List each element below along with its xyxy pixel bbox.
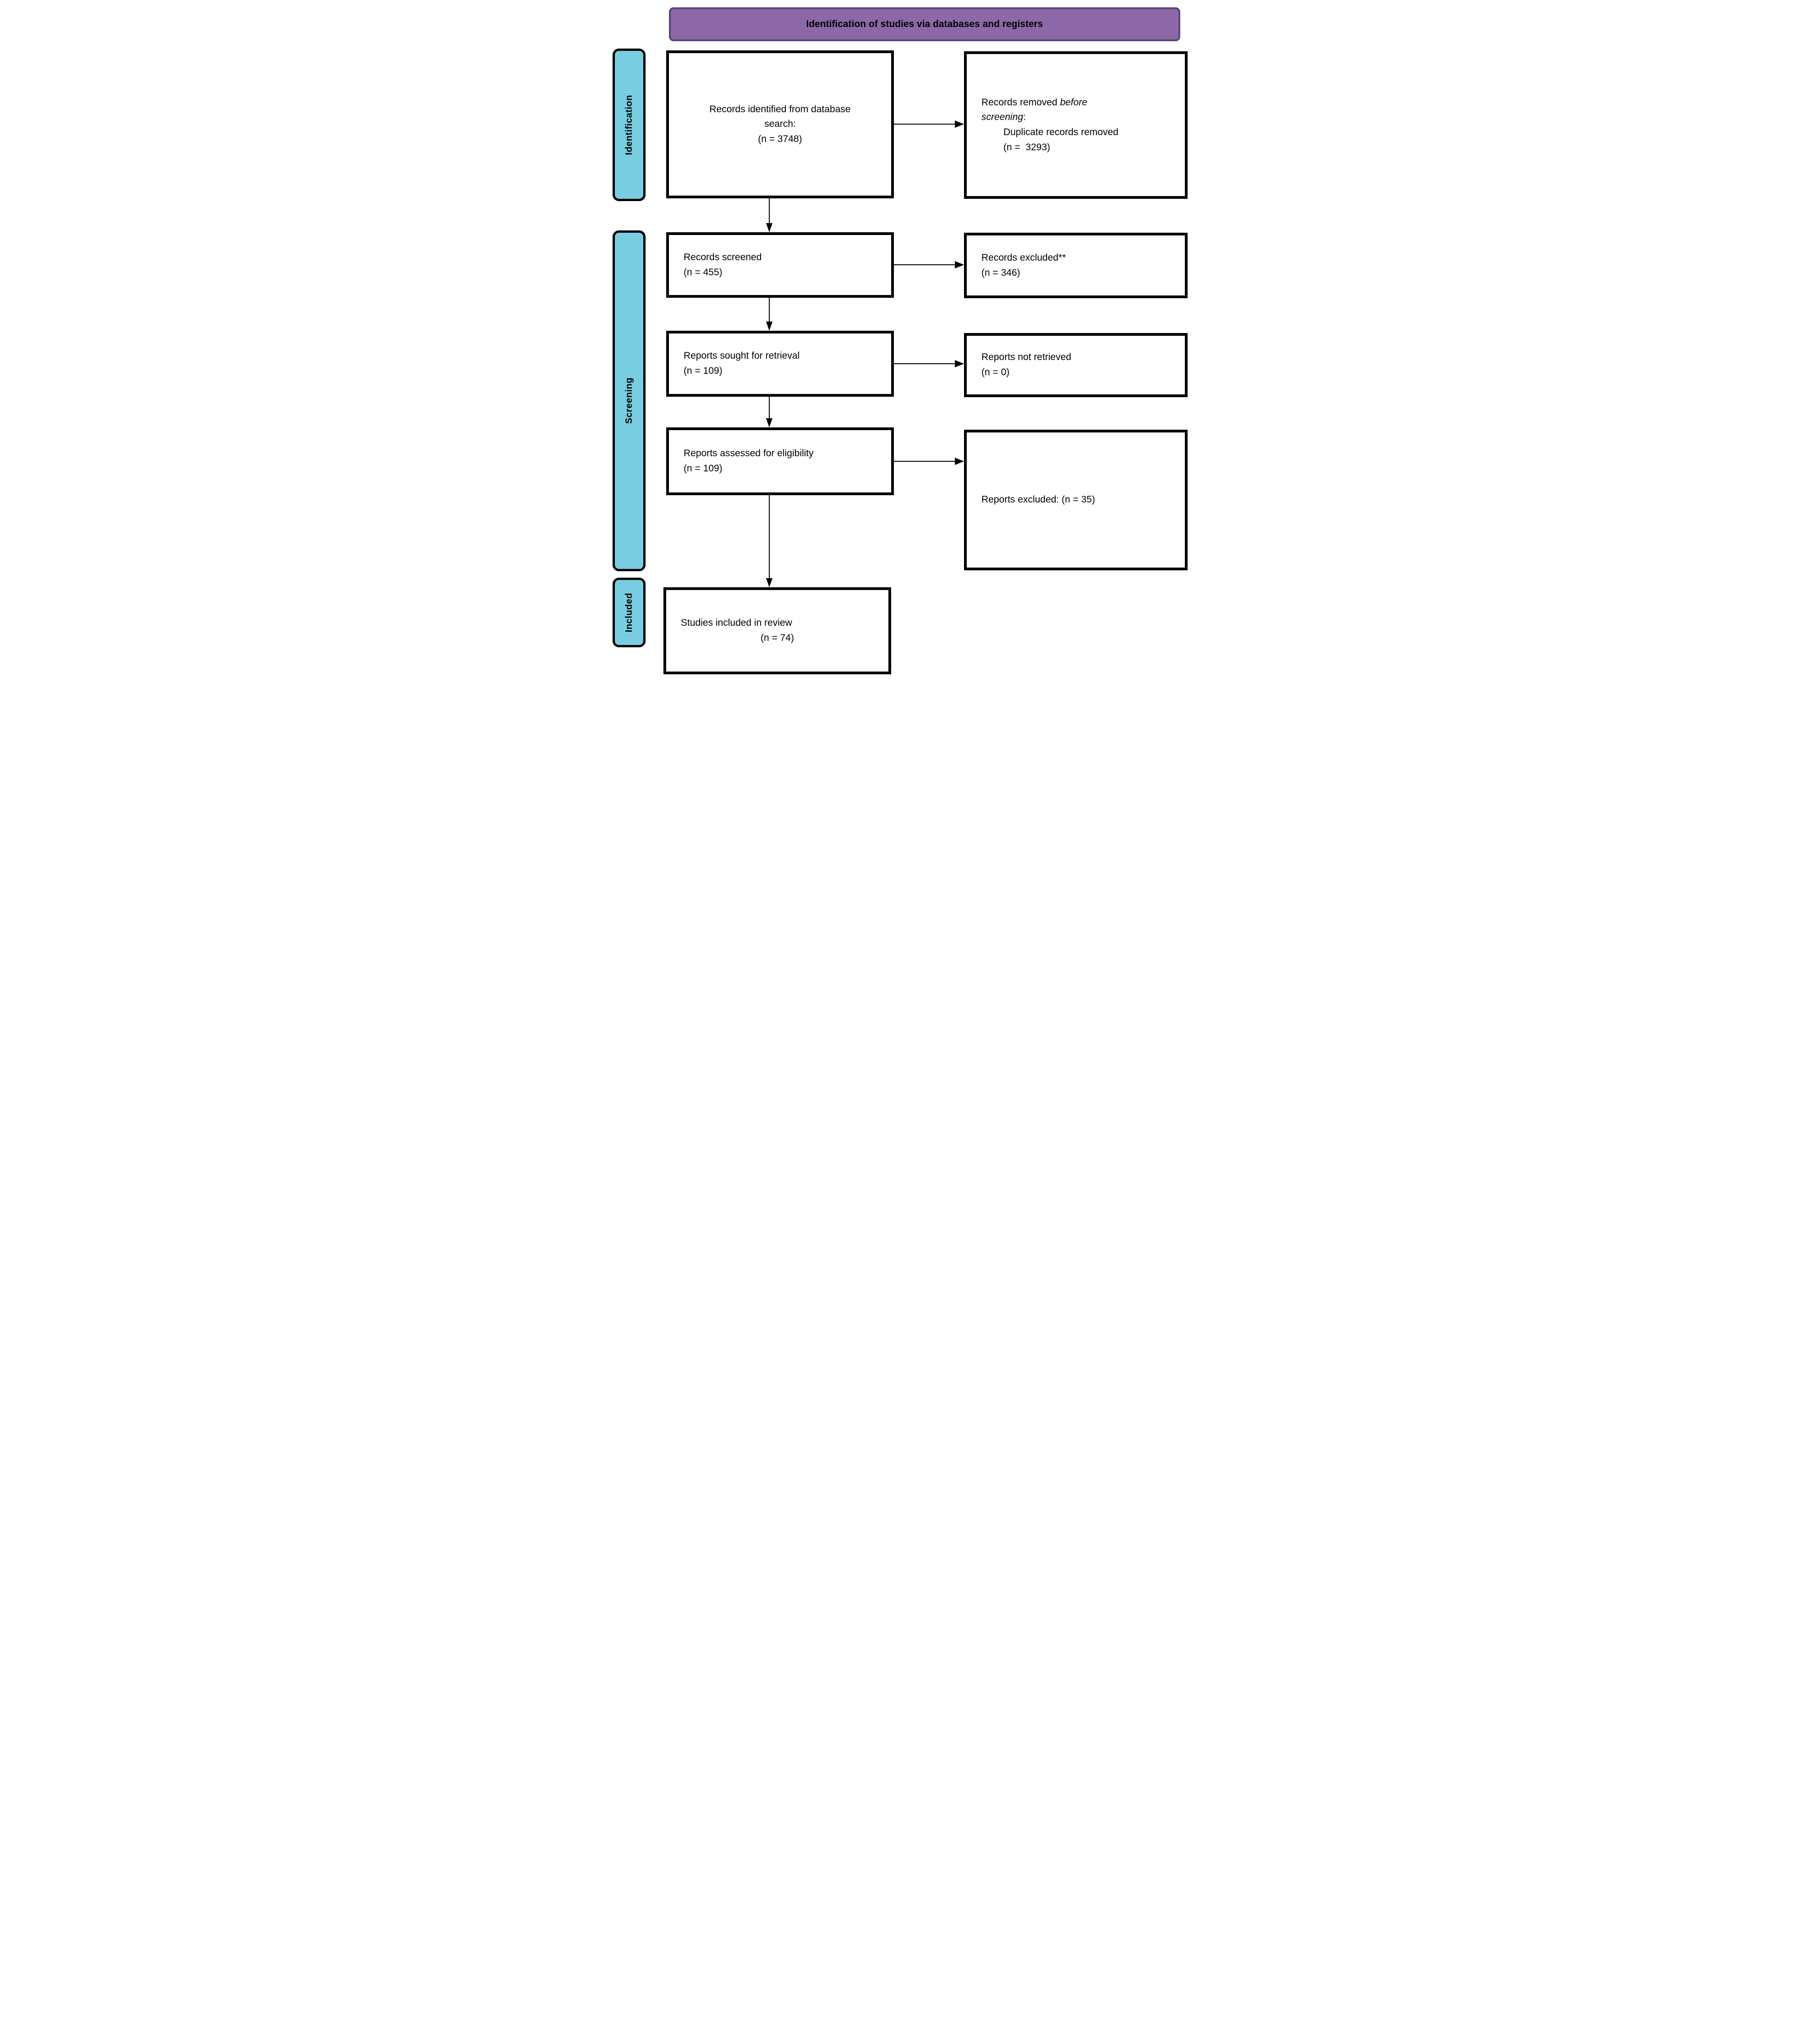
phase-tab-included-label: Included [624, 592, 634, 633]
phase-tab-screening-label: Screening [624, 377, 634, 424]
arrow-screened-to-sought-line [769, 298, 770, 322]
box-studies-included-count: (n = 74) [761, 633, 794, 643]
arrow-identified-to-screened-head [766, 223, 772, 232]
arrow-sought-to-notretrieved-head [955, 360, 964, 367]
arrow-assessed-to-included-head [766, 578, 772, 587]
phase-tab-identification: Identification [613, 49, 646, 201]
box-records-removed: Records removed before screening: Duplic… [964, 51, 1188, 199]
box-records-excluded-line1: Records excluded** [981, 252, 1066, 263]
phase-tab-screening: Screening [613, 230, 646, 571]
box-records-removed-line2: screening: [981, 112, 1026, 123]
arrow-identified-to-removed-line [894, 124, 955, 125]
arrow-identified-to-screened-line [769, 198, 770, 223]
box-records-excluded: Records excluded** (n = 346) [964, 233, 1188, 298]
arrow-identified-to-removed-head [955, 120, 964, 128]
arrow-screened-to-excluded-head [955, 261, 964, 268]
phase-tab-included: Included [613, 578, 646, 647]
box-records-identified: Records identified from database search:… [666, 50, 894, 198]
box-records-excluded-count: (n = 346) [981, 267, 1020, 278]
arrow-sought-to-assessed-head [766, 418, 772, 427]
box-records-removed-text: Records removed before screening: Duplic… [967, 95, 1185, 155]
arrow-assessed-to-excluded-line [894, 461, 955, 462]
box-records-identified-count: (n = 3748) [758, 133, 802, 144]
prisma-flow-diagram: Identification of studies via databases … [601, 0, 1201, 681]
box-records-screened-count: (n = 455) [684, 267, 723, 278]
box-records-removed-count: (n = 3293) [1003, 142, 1051, 153]
arrow-screened-to-excluded-line [894, 264, 955, 265]
arrow-assessed-to-excluded-head [955, 458, 964, 465]
phase-tab-identification-label: Identification [624, 94, 634, 155]
box-reports-not-retrieved-count: (n = 0) [981, 367, 1010, 377]
box-reports-excluded-line1: Reports excluded: (n = 35) [981, 494, 1095, 505]
box-reports-not-retrieved-line1: Reports not retrieved [981, 352, 1072, 363]
box-reports-excluded: Reports excluded: (n = 35) [964, 430, 1188, 570]
box-reports-sought: Reports sought for retrieval (n = 109) [666, 331, 894, 397]
phase-banner: Identification of studies via databases … [669, 7, 1180, 41]
box-reports-assessed-line1: Reports assessed for eligibility [684, 448, 814, 459]
box-records-screened-line1: Records screened [684, 251, 762, 262]
box-reports-assessed-count: (n = 109) [684, 463, 723, 474]
arrow-assessed-to-included-line [769, 495, 770, 578]
box-reports-assessed: Reports assessed for eligibility (n = 10… [666, 427, 894, 495]
box-reports-sought-count: (n = 109) [684, 366, 723, 376]
box-records-removed-detail: Duplicate records removed [1003, 127, 1118, 137]
box-studies-included: Studies included in review (n = 74) [663, 587, 891, 674]
box-studies-included-line1: Studies included in review [681, 618, 792, 629]
phase-banner-label: Identification of studies via databases … [806, 19, 1043, 29]
box-records-identified-line2: search: [764, 119, 796, 130]
arrow-screened-to-sought-head [766, 322, 772, 331]
arrow-sought-to-assessed-line [769, 397, 770, 418]
box-reports-not-retrieved: Reports not retrieved (n = 0) [964, 333, 1188, 397]
box-records-removed-line1: Records removed before [981, 97, 1088, 108]
box-records-identified-line1: Records identified from database [709, 104, 851, 115]
box-records-screened: Records screened (n = 455) [666, 232, 894, 298]
arrow-sought-to-notretrieved-line [894, 363, 955, 364]
box-reports-sought-line1: Reports sought for retrieval [684, 350, 800, 361]
